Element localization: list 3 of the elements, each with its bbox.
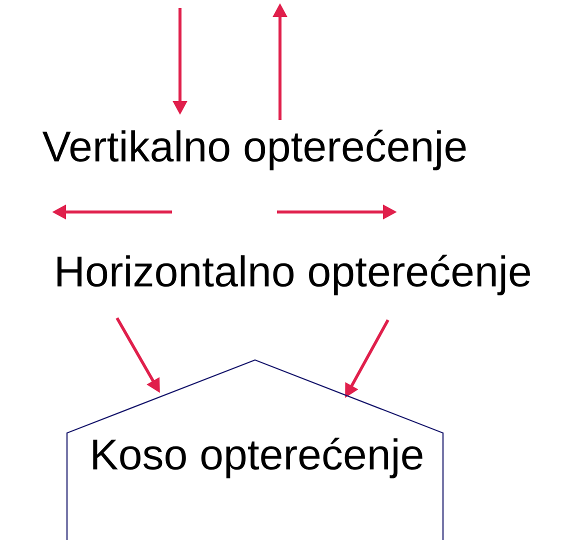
load-label: Vertikalno opterećenje bbox=[42, 130, 466, 170]
house-outline: Koso opterećenje bbox=[66, 359, 444, 540]
load-label: Horizontalno opterećenje bbox=[58, 254, 530, 296]
